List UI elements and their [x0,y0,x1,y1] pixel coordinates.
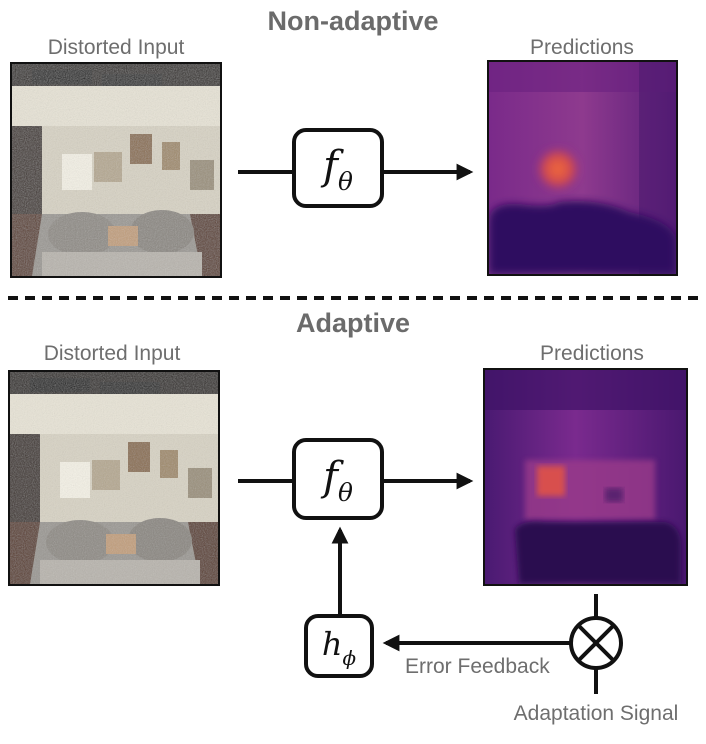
predictions-label-top: Predictions [530,36,634,59]
depth-map-bottom [485,370,686,584]
distorted-input-image-bottom [8,370,220,586]
non-adaptive-title: Non-adaptive [267,6,439,36]
room-photo-top [12,64,220,276]
model-symbol-top: fθ [323,142,353,197]
room-photo-bottom [10,372,218,584]
distorted-input-label-bottom: Distorted Input [43,342,181,365]
adapter-box: hϕ [304,614,374,678]
adapter-symbol: hϕ [321,624,357,670]
prediction-image-top [487,60,678,276]
model-box-top: fθ [292,128,384,208]
model-box-bottom: fθ [292,438,384,520]
adaptive-title: Adaptive [295,308,411,338]
error-feedback-label: Error Feedback [405,655,550,678]
distorted-input-image-top [10,62,222,278]
depth-map-top [489,62,676,274]
prediction-image-bottom [483,368,688,586]
adaptation-signal-label: Adaptation Signal [513,702,679,725]
model-symbol-bottom: fθ [323,453,353,508]
predictions-label-bottom: Predictions [540,342,644,365]
circle-times-icon [569,616,623,670]
distorted-input-label-top: Distorted Input [47,36,185,59]
